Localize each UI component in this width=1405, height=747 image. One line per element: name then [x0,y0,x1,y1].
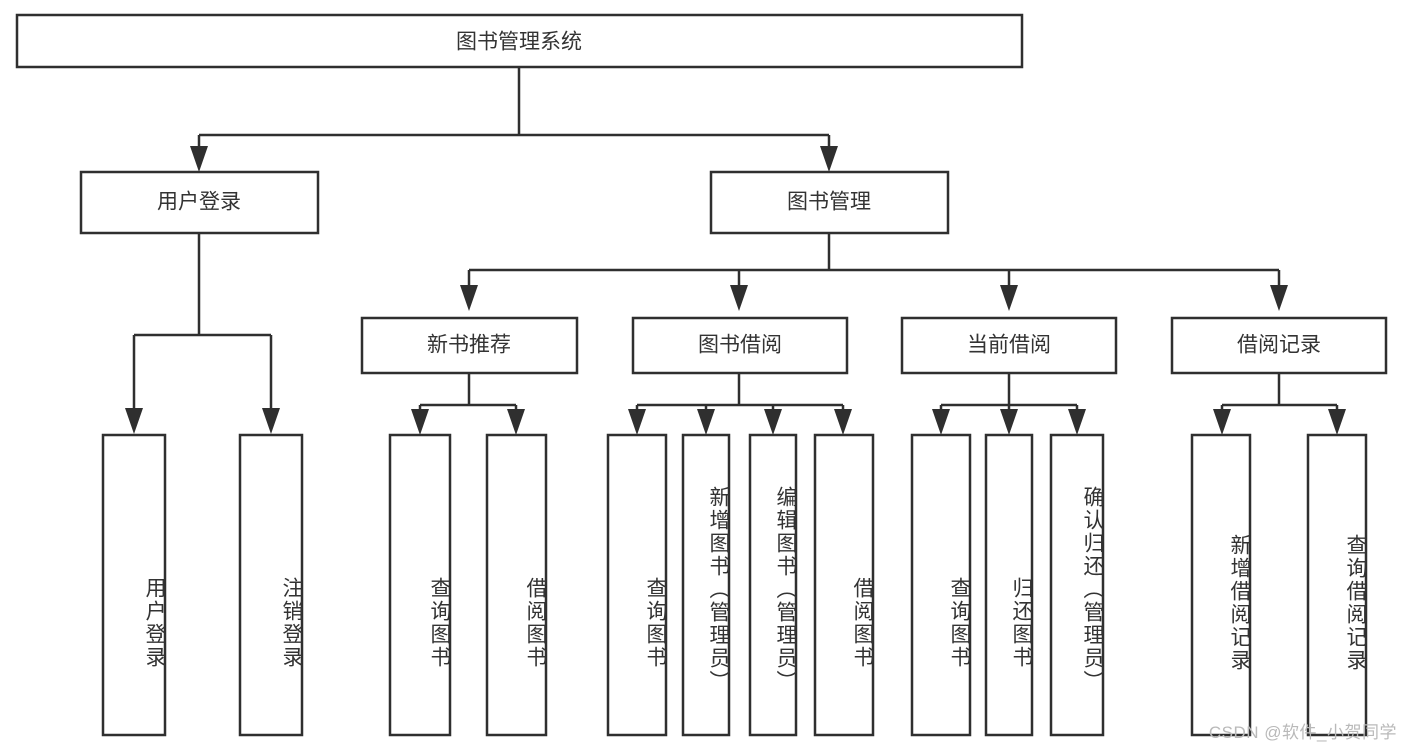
arrow-icon-to-current-borrow [1000,285,1018,311]
arrow-icon-current-borrow-leaf-3 [1068,409,1086,435]
arrow-icon-current-borrow-leaf-2 [1000,409,1018,435]
node-root-label: 图书管理系统 [456,31,582,54]
node-current-borrow-label: 当前借阅 [967,334,1051,357]
arrow-icon-current-borrow-leaf-1 [932,409,950,435]
leaf-box-current-query[interactable] [910,433,972,737]
leaf-box-borrow-query[interactable] [606,433,668,737]
leaf-box-current-confirm-return-admin[interactable] [1049,433,1105,737]
arrow-icon-book-borrow-leaf-2 [697,409,715,435]
node-book-management[interactable] [709,170,950,235]
node-borrow-record[interactable] [1170,316,1388,375]
node-user-login-label: 用户登录 [157,191,241,214]
node-layer: 图书管理系统 用户登录 图书管理 新书推荐 图书借阅 当前借阅 借阅记录 [15,13,1388,737]
node-new-book-recommend-label: 新书推荐 [427,334,511,357]
leaf-box-user-login-logout[interactable] [238,433,304,737]
arrow-icon-book-borrow-leaf-1 [628,409,646,435]
leaf-box-borrow-add-admin[interactable] [681,433,731,737]
arrow-icon-to-book-borrow [730,285,748,311]
arrow-icon-borrow-record-leaf-2 [1328,409,1346,435]
arrow-icon-new-book-rec-leaf-1 [411,409,429,435]
node-root-book-management-system[interactable] [15,13,1024,69]
arrow-icon-root-to-user-login [190,146,208,172]
leaf-box-borrow-edit-admin[interactable] [748,433,798,737]
connector-layer [125,67,1346,435]
arrow-icon-book-borrow-leaf-4 [834,409,852,435]
arrow-icon-root-to-book-manage [820,146,838,172]
leaf-box-new-book-borrow[interactable] [485,433,548,737]
leaf-box-record-query[interactable] [1306,433,1368,737]
node-current-borrow[interactable] [900,316,1118,375]
node-book-borrow-label: 图书借阅 [698,334,782,357]
arrow-icon-user-login-leaf-1 [125,408,143,434]
node-borrow-record-label: 借阅记录 [1237,334,1321,357]
arrow-icon-to-new-book-rec [460,285,478,311]
node-user-login[interactable] [79,170,320,235]
leaf-box-new-book-query[interactable] [388,433,452,737]
leaf-box-record-add[interactable] [1190,433,1252,737]
node-new-book-recommend[interactable] [360,316,579,375]
node-book-management-label: 图书管理 [787,191,871,214]
leaf-box-borrow-borrow[interactable] [813,433,875,737]
arrow-icon-to-borrow-record [1270,285,1288,311]
leaf-box-current-return[interactable] [984,433,1034,737]
leaf-box-user-login-login[interactable] [101,433,167,737]
watermark-text: CSDN @软件_小贺同学 [1208,723,1397,742]
node-book-borrow[interactable] [631,316,849,375]
arrow-icon-user-login-leaf-2 [262,408,280,434]
arrow-icon-book-borrow-leaf-3 [764,409,782,435]
arrow-icon-new-book-rec-leaf-2 [507,409,525,435]
arrow-icon-borrow-record-leaf-1 [1213,409,1231,435]
